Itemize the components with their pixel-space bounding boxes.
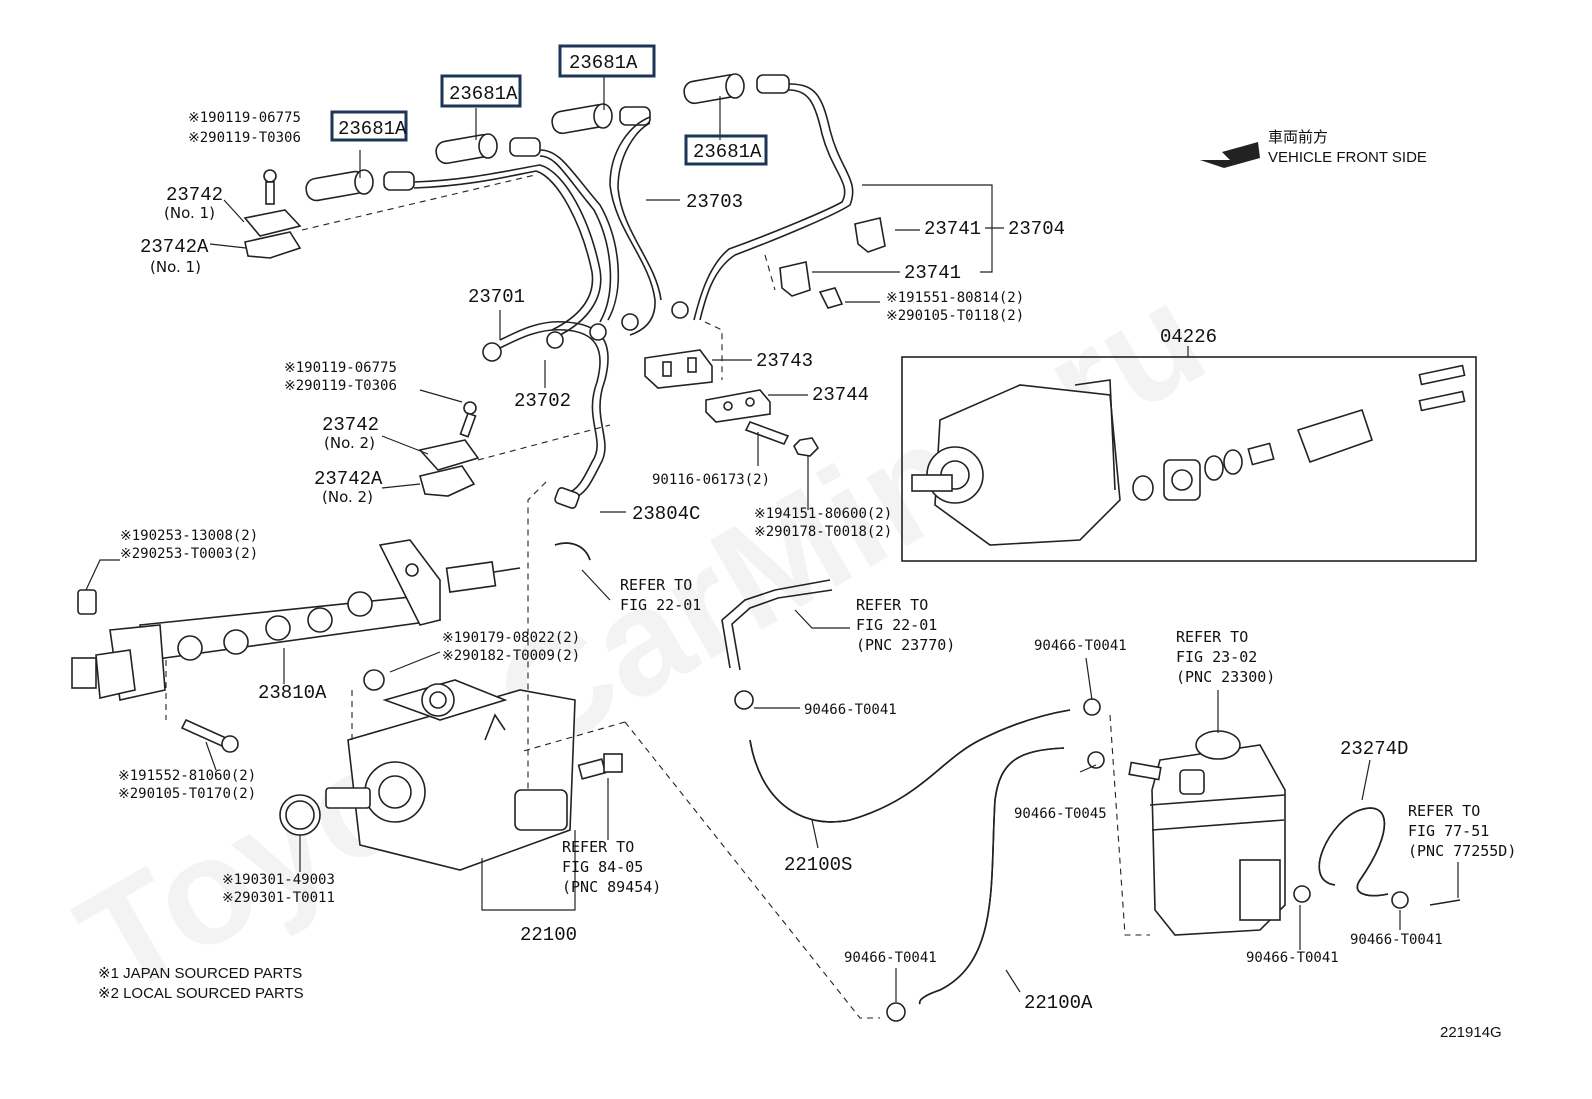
nozzle-sleeve bbox=[305, 73, 745, 202]
vehicle-front-label: 車両前方 VEHICLE FRONT SIDE bbox=[1268, 129, 1427, 166]
label-23742A: 23742A bbox=[314, 468, 383, 490]
label-22100S: 22100S bbox=[784, 854, 852, 876]
label-23742: 23742 bbox=[166, 184, 223, 206]
pn-cap2: ※290253-T0003(2) bbox=[120, 546, 258, 562]
label-23741: 23741 bbox=[924, 218, 981, 240]
pump-kit-box bbox=[901, 356, 1477, 562]
label-23701: 23701 bbox=[468, 286, 525, 308]
pn-bolt-b1: ※190119-06775 bbox=[284, 360, 397, 376]
diagram-id: 221914G bbox=[1440, 1024, 1502, 1041]
pn-clip: 90466-T0045 bbox=[1014, 806, 1107, 822]
pn-stud: 90116-06173(2) bbox=[652, 472, 770, 488]
label-23741: 23741 bbox=[904, 262, 961, 284]
label-23742A: 23742A bbox=[140, 236, 209, 258]
label-23742: 23742 bbox=[322, 414, 379, 436]
pn-nut1: ※194151-80600(2) bbox=[754, 506, 892, 522]
pn-nut2: ※290178-T0018(2) bbox=[754, 524, 892, 540]
label-no2: (No. 2) bbox=[322, 488, 373, 506]
pn-bolt-d1: ※191552-81060(2) bbox=[118, 768, 256, 784]
pn-bolt-c2: ※290105-T0118(2) bbox=[886, 308, 1024, 324]
highlight-boxes bbox=[330, 44, 768, 166]
label-23681A: 23681A bbox=[693, 141, 762, 163]
pump-kit-drawing bbox=[911, 364, 1466, 546]
injection-pipes bbox=[305, 73, 854, 509]
pn-oring2: ※290301-T0011 bbox=[222, 890, 335, 906]
label-23743: 23743 bbox=[756, 350, 813, 372]
pn-bolt-b2: ※290119-T0306 bbox=[284, 378, 397, 394]
pn-bolt-a1: ※190119-06775 bbox=[188, 110, 301, 126]
pn-gasket1: ※190179-08022(2) bbox=[442, 630, 580, 646]
pn-clip: 90466-T0041 bbox=[804, 702, 897, 718]
label-23681A: 23681A bbox=[449, 83, 518, 105]
pn-bolt-d2: ※290105-T0170(2) bbox=[118, 786, 256, 802]
label-no2: (No. 2) bbox=[324, 434, 375, 452]
note-local: ※2 LOCAL SOURCED PARTS bbox=[98, 985, 304, 1002]
label-no1: (No. 1) bbox=[164, 204, 215, 222]
common-rail bbox=[71, 539, 521, 701]
label-23703: 23703 bbox=[686, 191, 743, 213]
clamp-23744 bbox=[705, 389, 771, 423]
fuel-hoses bbox=[554, 542, 1461, 1022]
pipe-clamp-no2 bbox=[418, 401, 480, 497]
rail-bolt bbox=[180, 718, 239, 753]
label-23704: 23704 bbox=[1008, 218, 1065, 240]
leader-lines bbox=[85, 76, 1459, 1002]
pn-clip: 90466-T0041 bbox=[844, 950, 937, 966]
fuel-filter bbox=[1128, 730, 1286, 936]
legend-notes: ※1 JAPAN SOURCED PARTS ※2 LOCAL SOURCED … bbox=[98, 965, 304, 1002]
pn-gasket2: ※290182-T0009(2) bbox=[442, 648, 580, 664]
part-labels: 23681A 23681A 23681A 23681A 23703 23741 … bbox=[140, 52, 1502, 1041]
label-23810A: 23810A bbox=[258, 682, 327, 704]
vehicle-front-en: VEHICLE FRONT SIDE bbox=[1268, 149, 1427, 166]
label-22100A: 22100A bbox=[1024, 992, 1093, 1014]
label-23744: 23744 bbox=[812, 384, 869, 406]
pn-clip: 90466-T0041 bbox=[1246, 950, 1339, 966]
label-23681A: 23681A bbox=[569, 52, 638, 74]
label-23681A: 23681A bbox=[338, 118, 407, 140]
pn-clip: 90466-T0041 bbox=[1034, 638, 1127, 654]
supply-pump bbox=[279, 669, 623, 871]
bracket-23741 bbox=[779, 217, 886, 309]
note-japan: ※1 JAPAN SOURCED PARTS bbox=[98, 965, 302, 982]
label-23804C: 23804C bbox=[632, 503, 700, 525]
part-number-labels: ※190119-06775 ※290119-T0306 ※190119-0677… bbox=[118, 110, 1443, 966]
label-no1: (No. 1) bbox=[150, 258, 201, 276]
label-22100: 22100 bbox=[520, 924, 577, 946]
label-23274D: 23274D bbox=[1340, 738, 1408, 760]
label-04226: 04226 bbox=[1160, 326, 1217, 348]
pn-oring1: ※190301-49003 bbox=[222, 872, 335, 888]
pipe-clamp-no1 bbox=[243, 169, 302, 259]
pn-clip: 90466-T0041 bbox=[1350, 932, 1443, 948]
stud-bolt bbox=[744, 421, 820, 457]
pn-bolt-a2: ※290119-T0306 bbox=[188, 130, 301, 146]
clamp-23743 bbox=[644, 349, 713, 389]
vehicle-front-jp: 車両前方 bbox=[1268, 129, 1328, 146]
label-23702: 23702 bbox=[514, 390, 571, 412]
pn-cap1: ※190253-13008(2) bbox=[120, 528, 258, 544]
pn-bolt-c1: ※191551-80814(2) bbox=[886, 290, 1024, 306]
vehicle-front-arrow-icon bbox=[1200, 142, 1260, 168]
dashed-guides bbox=[165, 174, 1150, 1019]
